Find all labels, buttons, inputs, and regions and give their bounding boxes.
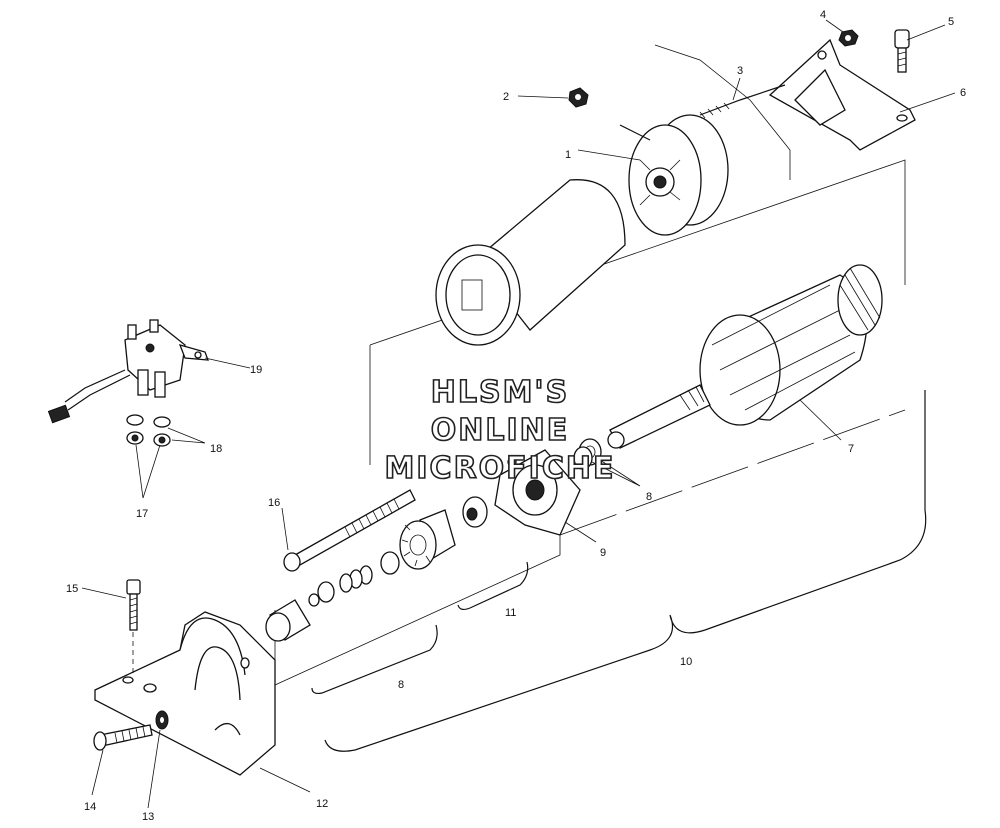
screw-15 xyxy=(126,579,141,676)
callout-5: 5 xyxy=(948,16,954,28)
callout-4: 4 xyxy=(820,9,826,21)
watermark-line-2: ONLINE xyxy=(431,413,570,448)
through-bolt-16 xyxy=(283,489,416,572)
solenoid-19 xyxy=(47,319,209,424)
brace-11 xyxy=(457,561,529,611)
callout-7: 7 xyxy=(848,443,854,455)
callout-6: 6 xyxy=(960,87,966,99)
callout-8-bottom: 8 xyxy=(398,679,404,691)
callout-17: 17 xyxy=(136,508,148,520)
armature-7 xyxy=(607,264,883,449)
callout-labels: 1 2 3 4 5 6 7 8 8 9 10 11 12 13 14 15 16… xyxy=(66,9,966,823)
pinion-gear xyxy=(399,509,456,570)
screw-5 xyxy=(894,29,910,73)
callout-3: 3 xyxy=(737,65,743,77)
callout-1: 1 xyxy=(565,149,571,161)
callout-19: 19 xyxy=(250,364,262,376)
washer-group-11 xyxy=(462,496,488,528)
nut-4 xyxy=(838,29,859,47)
washers-8 xyxy=(573,438,602,470)
nuts-18 xyxy=(126,414,171,447)
bolt-3 xyxy=(619,84,786,141)
callout-10: 10 xyxy=(680,656,692,668)
bracket-6 xyxy=(768,38,916,151)
watermark-line-3: MICROFICHE xyxy=(385,451,616,486)
lock-washer-13 xyxy=(155,710,169,730)
mount-bracket-12 xyxy=(94,611,276,776)
callout-16: 16 xyxy=(268,497,280,509)
spring xyxy=(308,551,400,607)
end-plate-9 xyxy=(494,449,581,536)
callout-15: 15 xyxy=(66,583,78,595)
sleeve xyxy=(265,599,311,642)
brace-10 xyxy=(324,390,927,752)
motor-housing xyxy=(435,179,626,346)
end-cap-1 xyxy=(628,114,729,236)
callout-8-top: 8 xyxy=(646,491,652,503)
brace-8-bottom xyxy=(311,624,438,695)
callout-14: 14 xyxy=(84,801,96,813)
watermark-line-1: HLSM'S xyxy=(431,375,569,410)
callout-11: 11 xyxy=(505,607,516,619)
callout-9: 9 xyxy=(600,547,606,559)
callout-2: 2 xyxy=(503,91,509,103)
watermark: HLSM'S ONLINE MICROFICHE xyxy=(384,374,616,487)
callout-18: 18 xyxy=(210,443,222,455)
bolt-3-guide-line xyxy=(654,44,791,180)
callout-12: 12 xyxy=(316,798,328,810)
callout-13: 13 xyxy=(142,811,154,823)
leader-lines xyxy=(81,19,956,809)
nut-2 xyxy=(568,87,589,108)
bolt-14 xyxy=(93,724,153,751)
